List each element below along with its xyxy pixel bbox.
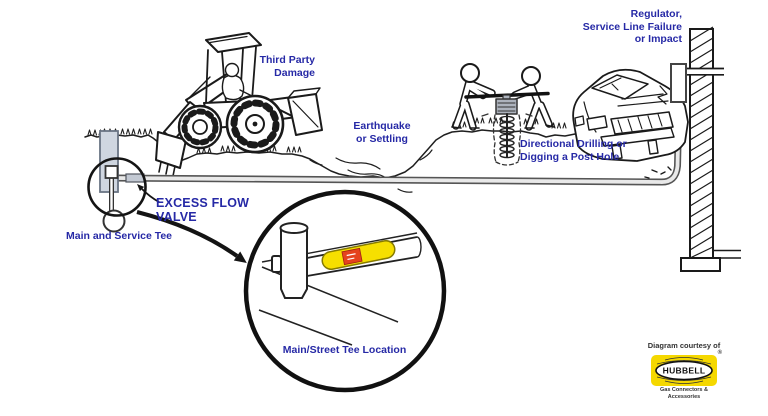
regulator-box bbox=[670, 63, 687, 103]
label-third-party-damage: Third Party Damage bbox=[259, 54, 315, 79]
tee-detail-circle bbox=[87, 157, 147, 217]
registered-trademark-symbol: ® bbox=[717, 350, 722, 356]
excess-flow-valve-on-pipe bbox=[125, 173, 145, 183]
service-line-pipe bbox=[109, 99, 683, 186]
efv-pointer-arrow bbox=[137, 184, 160, 203]
backhoe-illustration bbox=[155, 32, 323, 177]
label-earthquake-settling: Earthquake or Settling bbox=[353, 120, 411, 145]
efv-capsule bbox=[321, 240, 396, 270]
hubbell-logo-globe: HUBBELL bbox=[655, 357, 713, 384]
label-excess-flow-valve: EXCESS FLOW VALVE bbox=[156, 196, 250, 224]
diggers-illustration bbox=[451, 63, 555, 166]
tee-cap-cylinder bbox=[271, 222, 309, 299]
hubbell-logo-subtext: Gas Connectors & Accessories bbox=[660, 387, 708, 400]
label-main-and-service-tee: Main and Service Tee bbox=[66, 230, 173, 242]
efv-red-label bbox=[341, 247, 363, 266]
wall-illustration bbox=[680, 26, 741, 272]
credit-courtesy-text: Diagram courtesy of bbox=[647, 341, 721, 350]
label-regulator-failure: Regulator, Service Line Failure or Impac… bbox=[582, 8, 682, 45]
car-illustration bbox=[572, 68, 689, 179]
label-main-street-tee-location: Main/Street Tee Location bbox=[282, 344, 407, 356]
wall-pipe bbox=[686, 67, 724, 76]
label-directional-drilling: Directional Drilling or Digging a Post H… bbox=[520, 138, 627, 163]
magnifier-pointer-arrow bbox=[136, 209, 247, 263]
hubbell-logo-wordmark: HUBBELL bbox=[663, 366, 706, 376]
magnifier-circle bbox=[243, 189, 447, 393]
service-tee-assembly bbox=[102, 165, 126, 233]
hubbell-logo: HUBBELL ® bbox=[651, 350, 722, 386]
